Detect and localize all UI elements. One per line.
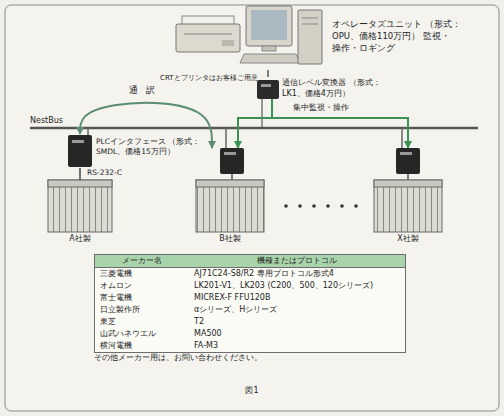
- cable: [407, 174, 409, 180]
- rack-top: [196, 180, 264, 187]
- table-cell: 三菱電機: [95, 268, 189, 280]
- plc-rack: [48, 180, 112, 232]
- note-label: CRTとプリンタはお客様ご用意: [160, 74, 258, 82]
- module-plate: [224, 152, 236, 155]
- converter-unit: [257, 80, 279, 99]
- note-label: NestBus: [30, 116, 63, 126]
- nestbus-line: [30, 127, 478, 130]
- plc-racks: [48, 180, 442, 232]
- device-node: X社製: [374, 148, 442, 244]
- dot: [284, 204, 288, 208]
- drive-slot: [302, 18, 318, 19]
- bus-drop: [401, 128, 403, 148]
- dot: [340, 204, 344, 208]
- frame: [5, 5, 499, 411]
- bus-drop: [225, 128, 227, 148]
- table-cell: MICREX-F FFU120B: [189, 292, 405, 304]
- plc-rack: [374, 180, 442, 232]
- picture-space: [374, 180, 442, 232]
- device-node: オペレータズユニット （形式：OPU、価格110万円） 監視・操作・ロギング: [168, 4, 464, 70]
- table-cell: 横河電機: [95, 340, 189, 352]
- table-header: メーカー名: [95, 255, 189, 268]
- crt-monitor: [246, 6, 292, 46]
- table-cell: 日立製作所: [95, 304, 189, 316]
- interface-module: [68, 135, 92, 167]
- interface-module: [220, 148, 244, 174]
- connector-label: 集中監視・操作: [292, 103, 350, 113]
- table-header: 機種またはプロトコル: [189, 255, 405, 268]
- device-node: 通信レベル変換器 （形式：LK1、価格4万円）: [256, 77, 390, 99]
- picture-space: [196, 180, 264, 232]
- figure-caption: 図1: [0, 386, 504, 396]
- module-plate: [72, 140, 84, 143]
- picture-space: [196, 174, 264, 180]
- module-plate: [400, 152, 412, 155]
- connector: [79, 168, 81, 180]
- dot: [298, 204, 302, 208]
- picture-space: [374, 148, 442, 174]
- table-cell: 山武ハネウエル: [95, 328, 189, 340]
- table-cell: AJ71C24-S8/R2 専用プロトコル形式4: [189, 268, 405, 280]
- cable: [231, 174, 233, 180]
- interface-module: [396, 148, 420, 174]
- picture-space: [66, 134, 94, 168]
- converter-plate: [261, 84, 271, 87]
- printer-body: [176, 24, 240, 52]
- connector-label: RS-232-C: [86, 168, 123, 177]
- device-node: PLCインタフェース （形式：SMDL、価格15万円）: [66, 134, 204, 168]
- device-node: B社製: [196, 148, 264, 244]
- plc-rack: [196, 180, 264, 232]
- computer: [240, 6, 322, 64]
- dot: [326, 204, 330, 208]
- drive-slot: [302, 24, 318, 25]
- connector: [272, 99, 408, 148]
- note-label: その他メーカー用は、お問い合わせください。: [94, 353, 262, 362]
- table-cell: LK201-V1、LK203 (C200、500、120シリーズ): [189, 280, 405, 292]
- table-cell: オムロン: [95, 280, 189, 292]
- node-text: 通信レベル変換器 （形式：LK1、価格4万円）: [282, 77, 390, 99]
- table-cell: FA-M3: [189, 340, 405, 352]
- picture-space: [374, 174, 442, 180]
- device-node: A社製: [48, 180, 112, 244]
- printer-slot: [184, 34, 232, 35]
- node-text: オペレータズユニット （形式：OPU、価格110万円） 監視・操作・ロギング: [332, 4, 464, 54]
- dot: [354, 204, 358, 208]
- bus-drop: [87, 128, 89, 135]
- pc-tower: [298, 10, 322, 64]
- printer-panel: [222, 40, 234, 46]
- connector: [238, 99, 272, 148]
- table-cell: 東芝: [95, 316, 189, 328]
- node-text: PLCインタフェース （形式：SMDL、価格15万円）: [96, 134, 204, 157]
- node-text: A社製: [48, 232, 112, 244]
- picture-space: [256, 77, 282, 99]
- rack-top: [374, 180, 442, 187]
- picture-space: [196, 148, 264, 174]
- dot: [312, 204, 316, 208]
- table-cell: αシリーズ、Hシリーズ: [189, 304, 405, 316]
- rack-top: [48, 180, 112, 187]
- maker-table: メーカー名機種またはプロトコル三菱電機AJ71C24-S8/R2 専用プロトコル…: [94, 254, 406, 353]
- crt-screen: [251, 10, 287, 40]
- connector: [267, 70, 269, 77]
- monitor-stand: [262, 46, 276, 51]
- keyboard: [240, 54, 300, 63]
- table-cell: T2: [189, 316, 405, 328]
- picture-space: [168, 4, 328, 70]
- table-cell: 富士電機: [95, 292, 189, 304]
- ellipsis-dots: [284, 204, 358, 208]
- bus-drop: [261, 99, 263, 128]
- table-cell: MA500: [189, 328, 405, 340]
- picture-space: [48, 180, 112, 232]
- converter-box: [257, 80, 279, 99]
- connector-label: 通訳: [128, 85, 164, 96]
- node-text: B社製: [196, 232, 264, 244]
- node-text: X社製: [374, 232, 442, 244]
- printer: [176, 16, 240, 52]
